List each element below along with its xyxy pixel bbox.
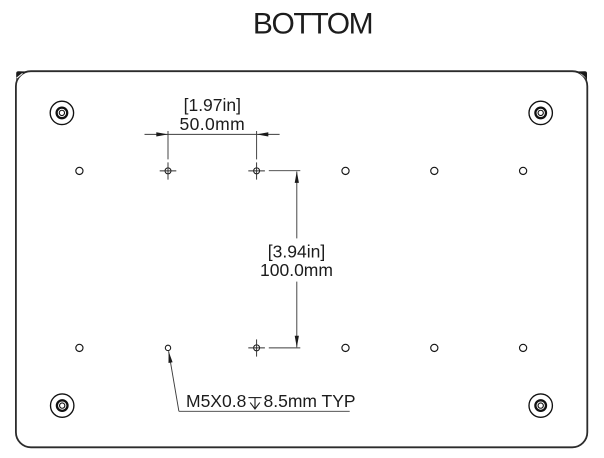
svg-text:[3.94in]: [3.94in] [268,242,325,262]
svg-text:BOTTOM: BOTTOM [253,8,372,41]
svg-text:50.0mm: 50.0mm [179,114,245,134]
svg-text:100.0mm: 100.0mm [260,260,333,280]
svg-text:[1.97in]: [1.97in] [184,95,241,115]
svg-text:M5X0.8: M5X0.8 [186,391,246,411]
svg-text:8.5mm TYP: 8.5mm TYP [264,391,356,411]
